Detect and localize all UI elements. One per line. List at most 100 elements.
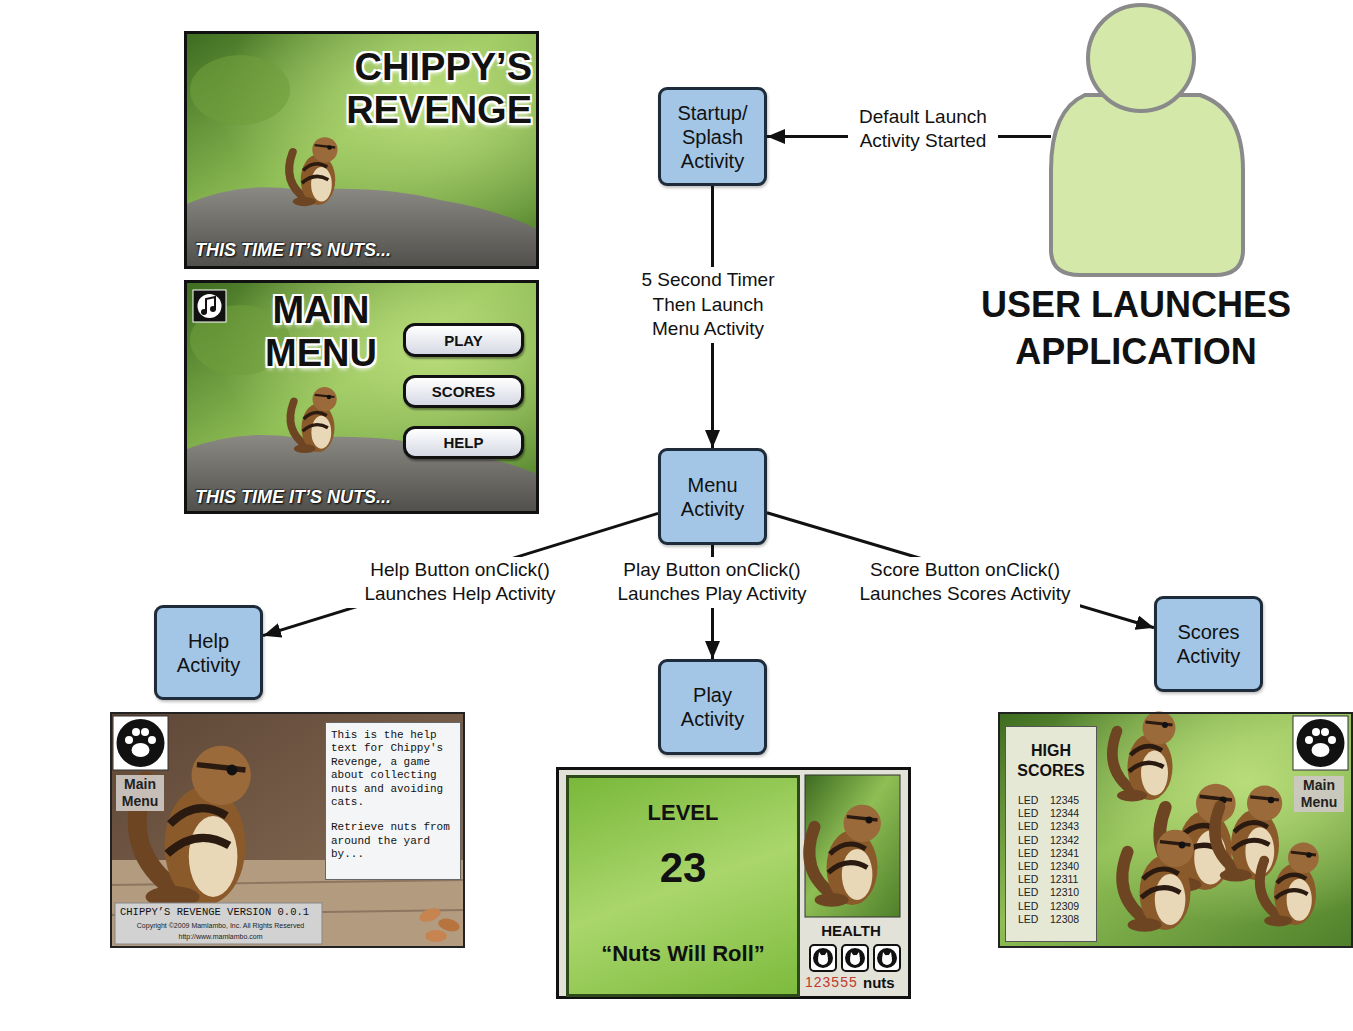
table-cell: LED xyxy=(1018,807,1038,819)
game-title: CHIPPY’S REVENGE xyxy=(327,46,532,131)
health-label: HEALTH xyxy=(801,922,901,939)
menu-screenshot-art xyxy=(210,306,216,312)
help-screenshot-art xyxy=(110,712,465,948)
activity-box: Startup/ Splash Activity xyxy=(658,87,767,186)
menu-button: PLAY xyxy=(403,323,524,357)
play-screenshot-art xyxy=(874,945,900,971)
help-screenshot-art xyxy=(425,930,447,942)
scores-screenshot: Main MenuHIGH SCORESLED12345LED12344LED1… xyxy=(998,712,1353,948)
splash-screenshot: CHIPPY’S REVENGE THIS TIME IT’S NUTS... xyxy=(184,31,539,269)
activity-label: Help Activity xyxy=(161,629,256,677)
play-screenshot-art xyxy=(805,775,900,917)
help-text-box: This is the help text for Chippy's Reven… xyxy=(325,722,461,880)
scores-screenshot-art xyxy=(998,712,1353,949)
button-label: SCORES xyxy=(432,383,495,400)
menu-screenshot: MAIN MENU THIS TIME IT’S NUTS... PLAY SCORE… xyxy=(184,280,539,514)
play-screenshot-art xyxy=(556,767,911,999)
scores-screenshot-art xyxy=(998,712,1353,948)
tagline: THIS TIME IT’S NUTS... xyxy=(195,487,515,508)
menu-button: SCORES xyxy=(403,375,524,408)
table-cell: LED xyxy=(1018,794,1038,806)
table-heading: HIGH SCORES xyxy=(1006,741,1096,781)
splash-screenshot-art xyxy=(190,55,290,125)
button-label: HELP xyxy=(443,434,483,451)
activity-box: Menu Activity xyxy=(658,448,767,545)
table-cell: LED xyxy=(1018,886,1038,898)
activity-box: Scores Activity xyxy=(1154,596,1263,692)
table-cell: 12311 xyxy=(1050,873,1078,885)
table-cell: 12340 xyxy=(1050,860,1079,872)
scores-screenshot-art xyxy=(1293,716,1348,770)
table-cell: 12310 xyxy=(1050,886,1079,898)
menu-screenshot-art xyxy=(201,309,207,315)
splash-screenshot-art xyxy=(184,31,539,269)
scores-screenshot-art xyxy=(1112,712,1175,802)
help-screenshot: Main MenuCHIPPY’S REVENGE VERSION 0.0.1C… xyxy=(110,712,465,948)
menu-title: MAIN MENU xyxy=(251,289,391,374)
menu-link: Main Menu xyxy=(1294,776,1344,812)
button-label: PLAY xyxy=(444,332,483,349)
help-text: This is the help text for Chippy's Reven… xyxy=(331,729,455,809)
high-score-panel: HIGH SCORESLED12345LED12344LED12343LED12… xyxy=(1005,726,1097,942)
level-name: “Nuts Will Roll” xyxy=(569,941,797,967)
user-figure xyxy=(1051,5,1243,275)
level-panel: LEVEL 23 “Nuts Will Roll” xyxy=(566,775,800,997)
play-screenshot: HEALTH 123555 nuts LEVEL 23 “Nuts Will Roll” xyxy=(556,767,911,999)
activity-label: Menu Activity xyxy=(665,473,760,521)
table-cell: 12343 xyxy=(1050,820,1079,832)
help-screenshot-art xyxy=(110,712,465,948)
scores-screenshot-art xyxy=(1122,830,1194,932)
activity-label: Play Activity xyxy=(665,683,760,731)
edge-label: Default Launch Activity Started xyxy=(848,104,998,155)
url-text: http://www.mamlambo.com xyxy=(117,933,324,940)
table-cell: LED xyxy=(1018,900,1038,912)
table-cell: 12309 xyxy=(1050,900,1079,912)
edge-label: Score Button onClick() Launches Scores A… xyxy=(850,557,1080,608)
menu-button: HELP xyxy=(403,426,524,459)
scores-screenshot-art xyxy=(1215,786,1282,882)
table-cell: LED xyxy=(1018,873,1038,885)
play-screenshot-art xyxy=(809,805,881,907)
table-cell: LED xyxy=(1018,847,1038,859)
nut-unit: nuts xyxy=(863,974,895,991)
level-label: LEVEL xyxy=(569,800,797,826)
table-cell: 12342 xyxy=(1050,834,1079,846)
activity-box: Help Activity xyxy=(154,605,263,700)
menu-link: Main Menu xyxy=(116,775,164,811)
splash-screenshot-art xyxy=(184,31,539,269)
play-screenshot-art xyxy=(842,945,868,971)
splash-screenshot-art xyxy=(184,187,539,269)
menu-screenshot-art xyxy=(206,297,215,312)
table-cell: LED xyxy=(1018,913,1038,925)
splash-screenshot-art xyxy=(184,31,539,269)
table-cell: LED xyxy=(1018,820,1038,832)
nut-count: 123555 xyxy=(805,974,858,990)
version-text: CHIPPY’S REVENGE VERSION 0.0.1 xyxy=(117,906,327,918)
table-cell: 12341 xyxy=(1050,847,1079,859)
menu-screenshot-art xyxy=(184,280,539,514)
menu-screenshot-art xyxy=(184,280,539,514)
table-cell: 12345 xyxy=(1050,794,1079,806)
menu-screenshot-art xyxy=(290,387,336,453)
user-figure xyxy=(1088,5,1194,111)
play-screenshot-art xyxy=(556,767,911,999)
activity-label: Startup/ Splash Activity xyxy=(665,101,760,173)
edge-label: Help Button onClick() Launches Help Acti… xyxy=(345,557,575,608)
play-screenshot-art xyxy=(810,945,836,971)
actor-label: USER LAUNCHES APPLICATION xyxy=(971,282,1301,376)
copyright-text: Copyright ©2009 Mamlambo, Inc. All Right… xyxy=(117,922,324,929)
splash-screenshot-art xyxy=(289,137,337,206)
user-figure xyxy=(1051,95,1243,275)
help-text: Retrieve nuts from around the yard by... xyxy=(331,821,455,861)
level-number: 23 xyxy=(569,844,797,892)
tagline: THIS TIME IT’S NUTS... xyxy=(195,240,515,261)
menu-screenshot-art xyxy=(184,280,539,514)
table-cell: LED xyxy=(1018,860,1038,872)
edge-label: 5 Second Timer Then Launch Menu Activity xyxy=(633,267,783,343)
menu-screenshot-art xyxy=(198,294,222,318)
table-cell: LED xyxy=(1018,834,1038,846)
activity-label: Scores Activity xyxy=(1161,620,1256,668)
table-cell: 12308 xyxy=(1050,913,1079,925)
table-cell: 12344 xyxy=(1050,807,1079,819)
